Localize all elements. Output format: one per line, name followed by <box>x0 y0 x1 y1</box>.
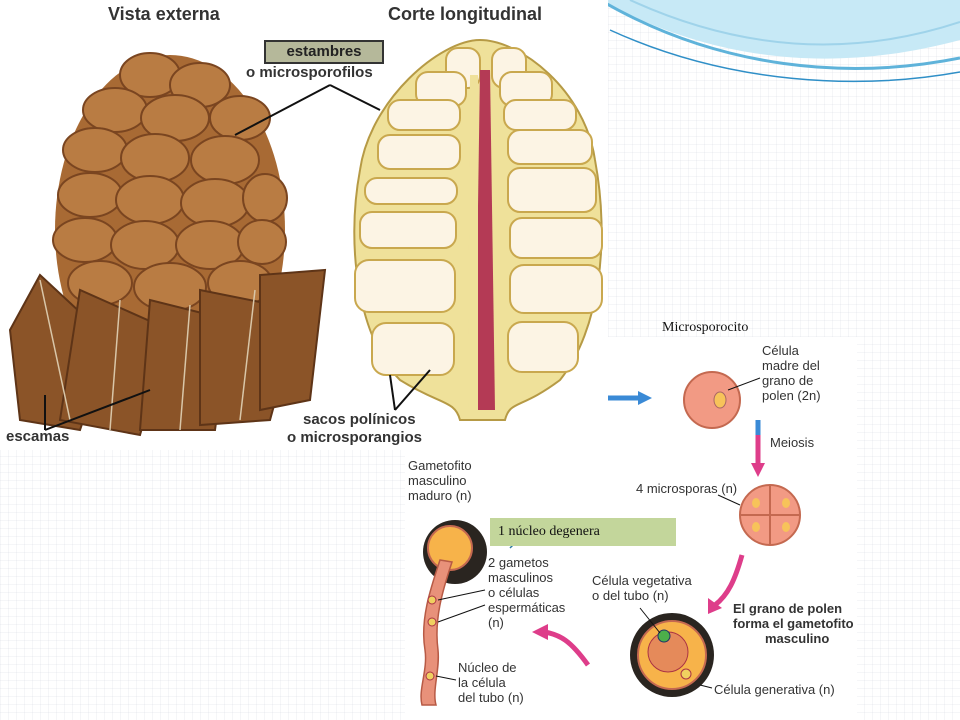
gametes-line: espermáticas <box>488 600 566 615</box>
gametes-line: (n) <box>488 615 504 630</box>
tube-nucleus-line: del tubo (n) <box>458 690 524 705</box>
meiosis-arrow <box>751 420 765 477</box>
mother-cell-line: polen (2n) <box>762 388 821 403</box>
gametes-label: 2 gametos masculinos o células espermáti… <box>488 555 565 630</box>
gametes-line: 2 gametos <box>488 555 549 570</box>
tube-nucleus-line: Núcleo de <box>458 660 517 675</box>
cone-leader-lines <box>44 84 431 431</box>
gametes-line: o células <box>488 585 540 600</box>
degenerate-nucleus-note: 1 núcleo degenera <box>490 518 676 546</box>
tube-nucleus-line: la célula <box>458 675 506 690</box>
pink-arrow-left <box>532 624 591 667</box>
mother-cell-label: Célula madre del grano de polen (2n) <box>762 343 821 403</box>
stamens-label: estambres <box>264 40 384 64</box>
section-title: Corte longitudinal <box>388 4 542 24</box>
microsporangia-label: o microsporangios <box>287 429 423 446</box>
gametophyte-formation-label: El grano de polen forma el gametofito ma… <box>733 601 854 646</box>
mother-cell-line: grano de <box>762 373 814 388</box>
gametophyte-line: masculino <box>765 631 830 646</box>
microspores-label: 4 microsporas (n) <box>636 481 738 496</box>
mature-gametophyte-line: masculino <box>408 473 467 488</box>
pink-arrow-down <box>708 554 745 614</box>
gametes-line: masculinos <box>488 570 554 585</box>
mother-cell-line: madre del <box>762 358 820 373</box>
vegetative-cell-label: Célula vegetativa o del tubo (n) <box>592 573 692 603</box>
generative-cell-label: Célula generativa (n) <box>714 682 835 697</box>
mature-gametophyte <box>420 520 487 706</box>
gametophyte-line: El grano de polen <box>733 601 843 616</box>
external-view-title: Vista externa <box>108 4 220 24</box>
vegetative-cell-line: o del tubo (n) <box>592 588 669 603</box>
vegetative-cell-line: Célula vegetativa <box>592 573 692 588</box>
microsporocyte-label: Microsporocito <box>662 320 749 335</box>
gametophyte-line: forma el gametofito <box>733 616 854 631</box>
mother-cell <box>683 371 761 429</box>
mature-gametophyte-line: maduro (n) <box>408 488 472 503</box>
scales-label: escamas <box>6 428 70 445</box>
meiosis-label: Meiosis <box>770 435 815 450</box>
mature-gametophyte-line: Gametofito <box>408 458 472 473</box>
longitudinal-section <box>353 38 603 421</box>
mother-cell-line: Célula <box>762 343 799 358</box>
blue-arrow <box>608 391 652 405</box>
microsporophylls-label: o microsporofilos <box>246 64 373 81</box>
decorative-swoosh <box>599 0 960 83</box>
tube-nucleus-label: Núcleo de la célula del tubo (n) <box>458 660 524 705</box>
pollen-sacs-label: sacos polínicos <box>303 411 416 428</box>
mature-gametophyte-label: Gametofito masculino maduro (n) <box>408 458 472 503</box>
external-cone <box>8 52 327 437</box>
tetrad <box>717 484 801 546</box>
pollen-grain <box>630 607 714 697</box>
